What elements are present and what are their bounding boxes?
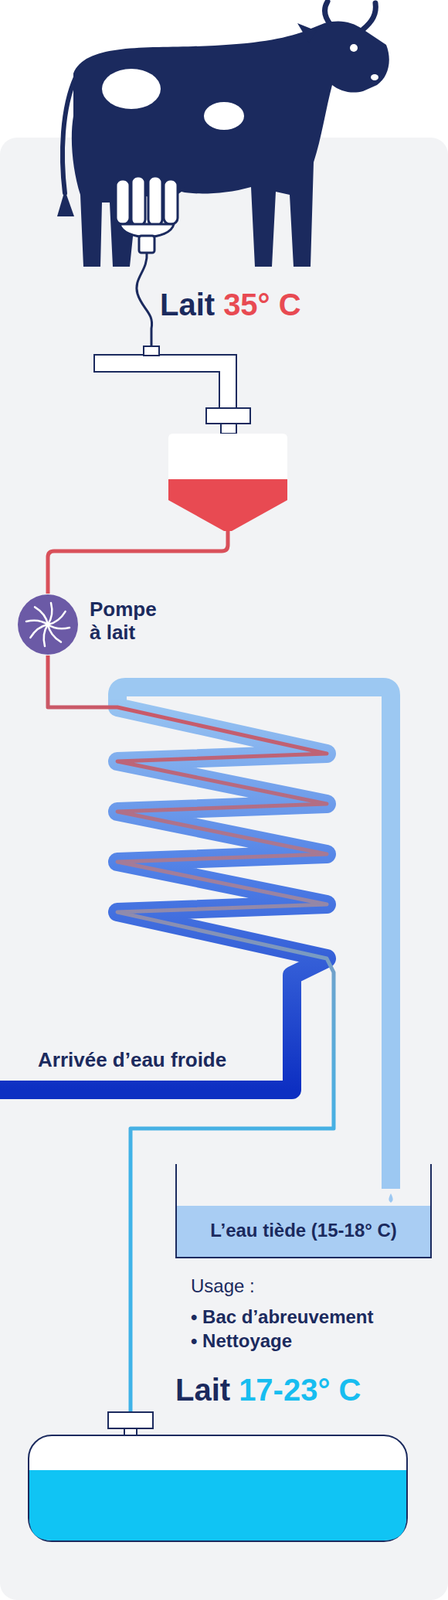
water-drop: [388, 1192, 393, 1202]
pump-blade: [47, 608, 67, 628]
milk-fill: [29, 1469, 407, 1540]
milk-temp-label: Lait: [159, 287, 215, 323]
pump-blade: [47, 624, 70, 628]
usage-item: • Bac d’abreuvement: [190, 1305, 374, 1328]
milking-cluster: [115, 176, 178, 253]
tank-stem: [124, 1427, 137, 1435]
pump-node: Pompe à lait: [16, 593, 79, 656]
receiver-jar: [168, 433, 288, 531]
pump-label-text: Pompe à lait: [89, 597, 163, 645]
milk-tank-outline: [28, 1434, 408, 1541]
pump-blade: [29, 621, 48, 640]
pump-shape: [16, 593, 79, 656]
pump-blade: [44, 624, 64, 643]
milk-hose: [136, 252, 153, 347]
warm-shape: [175, 1163, 432, 1258]
red-milk-pipe: [47, 530, 228, 594]
cow: [57, 1, 390, 267]
pump-circle: [17, 593, 79, 655]
milk-tank-heading-text: Lait: [175, 1371, 231, 1407]
tank-cap: [108, 1411, 153, 1428]
warm-tank-text: L’eau tiède (15-18° C): [210, 1218, 398, 1241]
warm-tank-outline: [176, 1163, 432, 1257]
usage-item: • Nettoyage: [190, 1329, 292, 1351]
milk-pipe: [94, 346, 251, 434]
pump-blade: [26, 620, 48, 625]
milk-temp-value: 35° C: [223, 287, 302, 323]
milk-shape: [27, 1433, 408, 1541]
warm-water-fill: [176, 1204, 432, 1257]
milk-temp-group: Lait35° C: [159, 287, 302, 323]
cold-water-label: Arrivée d’eau froide: [37, 1047, 227, 1072]
milk-node: Lait17-23° C: [27, 1433, 408, 1541]
panel: [0, 137, 448, 1599]
pump-blade: [44, 624, 48, 646]
milk-tank-heading-text: 17-23° C: [238, 1371, 361, 1407]
pump-label: Pompe à lait: [89, 597, 163, 645]
milk-tank-heading: Lait17-23° C: [175, 1371, 361, 1407]
warm-node: L’eau tiède (15-18° C): [175, 1163, 432, 1258]
warm-water-pipe: [117, 686, 391, 1188]
usage-label: Usage :: [190, 1274, 255, 1297]
pump-blade: [32, 605, 51, 625]
pump-blade: [47, 602, 52, 625]
